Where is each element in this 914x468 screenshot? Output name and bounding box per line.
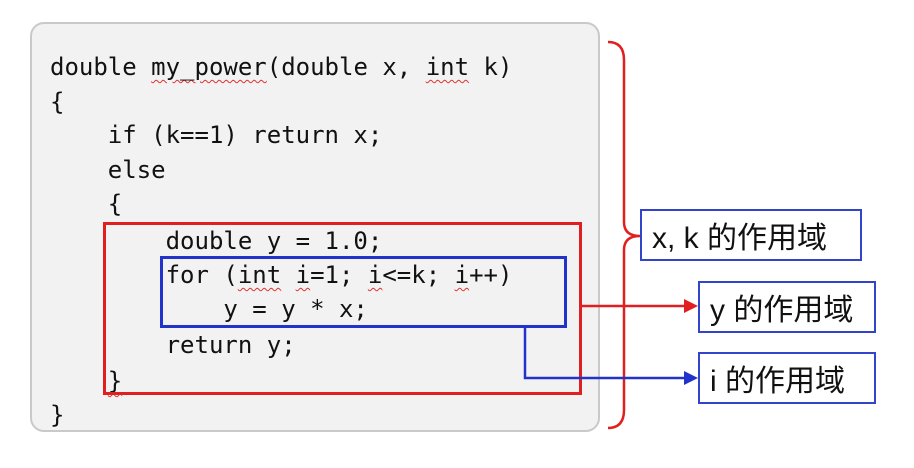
y-scope-arrowhead (684, 299, 698, 313)
i-scope-arrow-line (523, 328, 688, 380)
code-line-6: double y = 1.0; (50, 227, 383, 255)
xk-scope-label: x, k 的作用域 (640, 209, 862, 261)
code-line-5: { (50, 190, 123, 218)
code-line-9: return y; (50, 331, 296, 359)
i-scope-box (160, 256, 567, 328)
code-line-1: double my_power(double x, int k) (50, 53, 513, 81)
xk-scope-brace (607, 40, 641, 430)
code-line-10: } (107, 367, 123, 395)
code-block (30, 22, 600, 432)
i-scope-arrowhead (684, 371, 698, 385)
code-line-7: for (int i=1; i<=k; i++) (50, 261, 513, 289)
y-scope-box (103, 222, 582, 395)
code-line-4: else (50, 156, 166, 184)
code-line-11: } (50, 401, 65, 429)
code-line-8: y = y * x; (50, 295, 368, 323)
code-line-2: { (50, 88, 65, 116)
code-line-3: if (k==1) return x; (50, 121, 383, 149)
i-scope-label: i 的作用域 (698, 352, 876, 404)
y-scope-label: y 的作用域 (698, 281, 876, 333)
